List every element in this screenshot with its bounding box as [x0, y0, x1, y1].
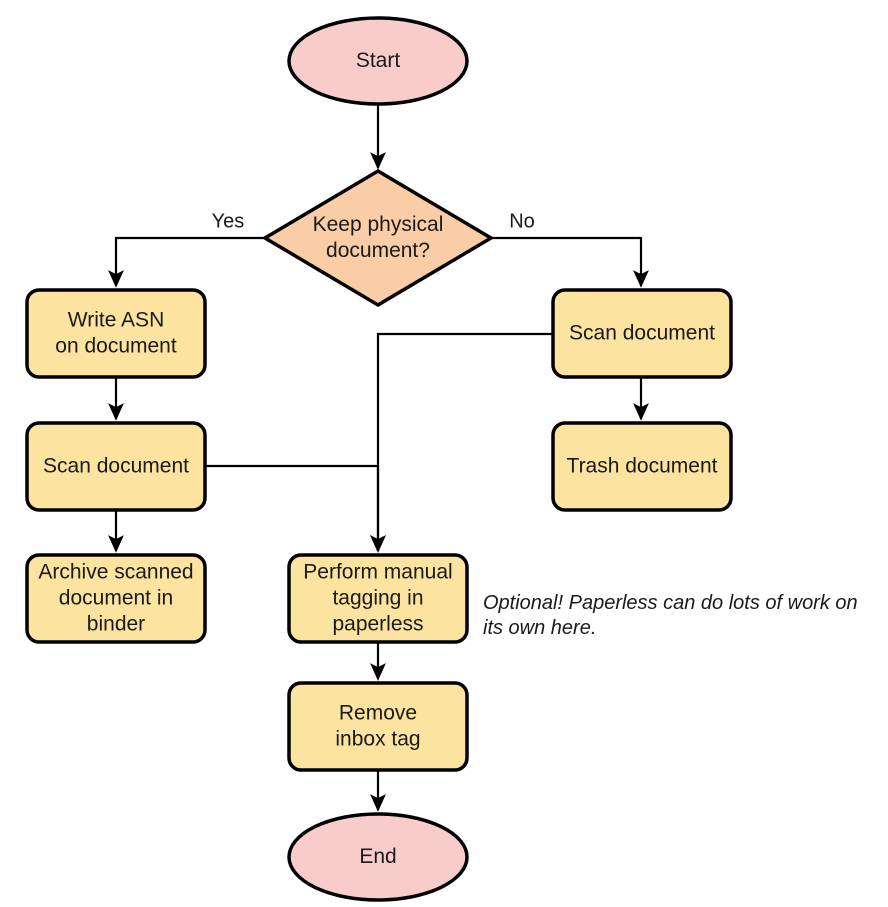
edge-labels-layer: Yes No [212, 210, 535, 232]
rect-shape [25, 288, 207, 379]
rect-shape [287, 681, 469, 772]
edge-label-yes: Yes [212, 210, 245, 232]
annotation-optional-note: Optional! Paperless can do lots of work … [483, 592, 858, 639]
edge-keep-physical-to-scan-right [491, 236, 649, 288]
ellipse-shape [287, 812, 469, 902]
annotations-layer: Optional! Paperless can do lots of work … [483, 592, 858, 639]
rect-shape [551, 288, 733, 379]
edges-layer [108, 104, 649, 812]
node-scan-left[interactable]: Scan document [25, 421, 207, 512]
ellipse-shape [287, 16, 469, 106]
node-start[interactable]: Start [287, 16, 469, 106]
edge-scan-left-to-manual-tagging [205, 464, 386, 553]
node-label-scan-right: Scan document [569, 321, 715, 344]
node-label-end: End [359, 845, 396, 868]
edge-label-no: No [509, 210, 535, 232]
node-end[interactable]: End [287, 812, 469, 902]
node-scan-right[interactable]: Scan document [551, 288, 733, 379]
node-trash[interactable]: Trash document [551, 421, 733, 512]
diamond-shape [261, 168, 495, 308]
rect-shape [287, 553, 469, 644]
rect-shape [25, 421, 207, 512]
node-label-trash: Trash document [567, 454, 718, 477]
rect-shape [551, 421, 733, 512]
rect-shape [25, 553, 207, 644]
edge-scan-right-to-manual-tagging [370, 332, 553, 553]
edge-keep-physical-to-write-asn [108, 236, 265, 288]
node-label-scan-left: Scan document [43, 454, 189, 477]
node-label-start: Start [356, 49, 401, 72]
